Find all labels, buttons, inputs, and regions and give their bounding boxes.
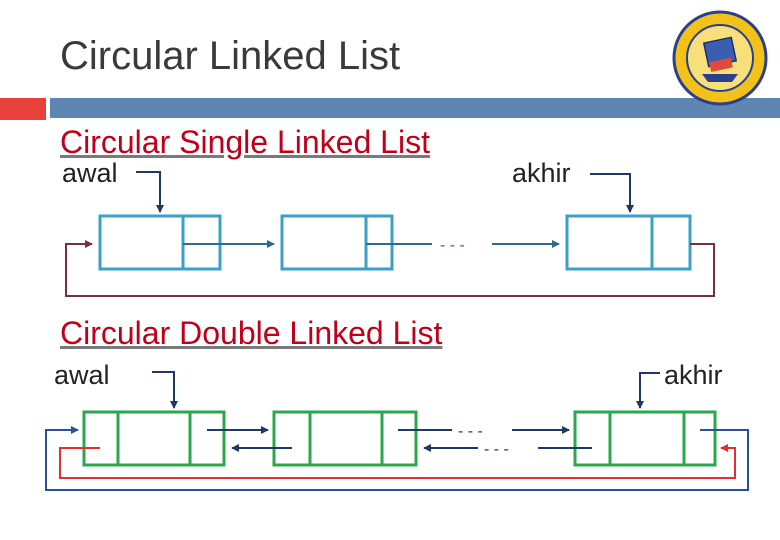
- single-head-label: awal: [62, 158, 118, 188]
- single-heading: Circular Single Linked List: [60, 124, 430, 160]
- double-circular-next-link: [45, 426, 749, 491]
- single-head-pointer: [136, 171, 164, 213]
- single-circular-link: [65, 240, 715, 297]
- unikom-logo: [672, 10, 768, 106]
- double-circular-prev-link: [59, 444, 736, 479]
- single-node-2: [280, 214, 394, 271]
- double-head-pointer: [152, 371, 178, 409]
- double-ellipsis-next: - - -: [458, 423, 483, 440]
- double-head-label: awal: [54, 360, 110, 390]
- double-node-3: [573, 410, 717, 467]
- title-accent-block: [0, 98, 46, 120]
- single-tail-label: akhir: [512, 158, 571, 188]
- double-heading: Circular Double Linked List: [60, 315, 443, 351]
- single-tail-pointer: [590, 173, 634, 213]
- title-rule: [50, 98, 780, 118]
- double-tail-label: akhir: [664, 360, 723, 390]
- single-node-3: [565, 214, 692, 271]
- single-ellipsis: - - -: [440, 237, 465, 254]
- double-ellipsis-prev: - - -: [484, 441, 509, 458]
- double-node-1: [82, 410, 226, 467]
- double-node-2: [272, 410, 418, 467]
- slide-title: Circular Linked List: [60, 34, 401, 78]
- single-node-1: [98, 214, 222, 271]
- double-tail-pointer: [636, 372, 660, 409]
